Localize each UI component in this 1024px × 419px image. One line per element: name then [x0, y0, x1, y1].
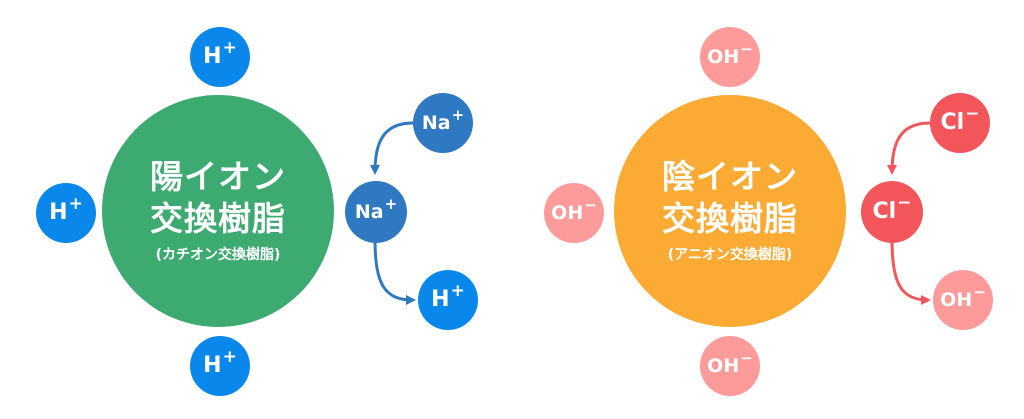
h-ion-released: H+: [418, 270, 478, 330]
ion-symbol: H: [203, 353, 222, 378]
ion-charge: +: [222, 37, 237, 58]
h-ion-top: H+: [190, 27, 250, 87]
ion-symbol: OH: [551, 201, 584, 224]
na-ion-bound: Na+: [345, 181, 407, 243]
ion-symbol: OH: [707, 354, 740, 377]
anion-resin-sublabel: (アニオン交換樹脂): [667, 247, 793, 263]
arrow-na-in: [370, 121, 414, 175]
anion-exchange-resin: 陰イオン 交換樹脂 (アニオン交換樹脂): [614, 95, 846, 327]
cation-resin-label-line2: 交換樹脂: [150, 199, 286, 238]
ion-charge: +: [451, 105, 465, 124]
oh-ion-released: OH−: [933, 270, 993, 330]
ion-symbol: OH: [940, 288, 973, 311]
cl-ion-incoming: Cl−: [930, 93, 990, 153]
oh-ion-bottom: OH−: [700, 336, 760, 396]
ion-charge: −: [973, 282, 986, 301]
arrow-h-out: [373, 239, 416, 305]
ion-charge: −: [740, 348, 753, 367]
oh-ion-top: OH−: [700, 27, 760, 87]
ion-symbol: Cl: [872, 199, 897, 224]
ion-charge: −: [740, 39, 753, 58]
anion-resin-label-line1: 陰イオン: [662, 157, 798, 196]
cation-resin-sublabel: (カチオン交換樹脂): [155, 247, 281, 263]
ion-symbol: Cl: [940, 110, 965, 135]
ion-charge: +: [384, 194, 398, 213]
cation-resin-label-line1: 陽イオン: [150, 157, 286, 196]
arrow-oh-out: [890, 239, 931, 305]
ion-symbol: H: [203, 44, 222, 69]
oh-ion-left: OH−: [544, 183, 604, 243]
ion-charge: −: [897, 192, 912, 213]
h-ion-left: H+: [36, 183, 96, 243]
ion-symbol: H: [431, 287, 450, 312]
cation-exchange-resin: 陽イオン 交換樹脂 (カチオン交換樹脂): [102, 95, 334, 327]
arrow-cl-in: [887, 121, 931, 175]
ion-charge: +: [222, 346, 237, 367]
na-ion-incoming: Na+: [413, 93, 473, 153]
cl-ion-bound: Cl−: [861, 181, 923, 243]
h-ion-bottom: H+: [190, 336, 250, 396]
ion-symbol: OH: [707, 45, 740, 68]
ion-symbol: Na: [421, 111, 451, 134]
anion-resin-label-line2: 交換樹脂: [662, 199, 798, 238]
ion-charge: +: [450, 280, 465, 301]
ion-charge: −: [584, 195, 597, 214]
ion-symbol: Na: [354, 200, 384, 223]
ion-charge: −: [965, 103, 980, 124]
ion-symbol: H: [49, 200, 68, 225]
ion-charge: +: [68, 193, 83, 214]
